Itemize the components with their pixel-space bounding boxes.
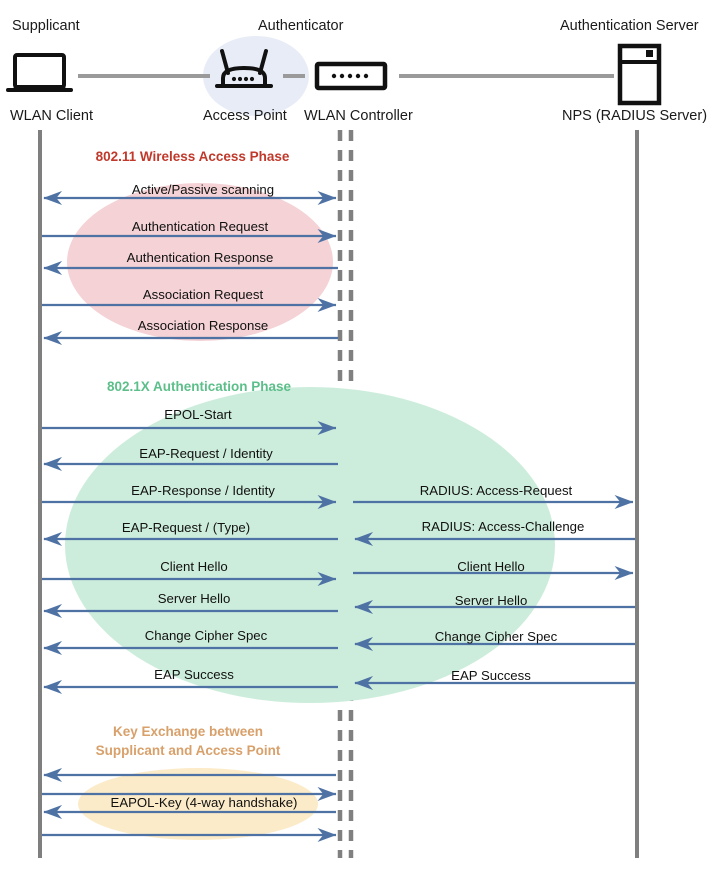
role-title-authentication-server: Authentication Server <box>560 18 699 34</box>
message-label-client-hello-left: Client Hello <box>160 559 228 574</box>
message-label-eap-success-right: EAP Success <box>451 668 531 683</box>
laptop-icon <box>6 53 73 92</box>
message-label-client-hello-right: Client Hello <box>457 559 525 574</box>
message-label-eap-response-identity: EAP-Response / Identity <box>131 483 275 498</box>
access-point-icon <box>215 49 273 88</box>
message-label-authentication-response: Authentication Response <box>126 250 274 265</box>
arrow-group-wireless-access <box>42 190 338 346</box>
phase-label-wireless-access: 802.11 Wireless Access Phase <box>95 149 290 164</box>
device-label-wlan-controller: WLAN Controller <box>304 108 413 124</box>
message-label-eapol-key-4way-handshake: EAPOL-Key (4-way handshake) <box>110 795 298 810</box>
message-label-authentication-request: Authentication Request <box>131 219 269 234</box>
device-label-wlan-client: WLAN Client <box>10 108 93 124</box>
message-label-association-response: Association Response <box>137 318 269 333</box>
message-label-change-cipher-spec-right: Change Cipher Spec <box>434 629 558 644</box>
message-label-eap-success-left: EAP Success <box>154 667 234 682</box>
phase-label-key-exchange-line1: Key Exchange between <box>112 724 264 739</box>
arrow-group-key-exchange <box>42 767 337 843</box>
message-label-server-hello-right: Server Hello <box>454 593 528 608</box>
server-icon <box>617 43 662 106</box>
message-label-association-request: Association Request <box>142 287 264 302</box>
phase-ellipse-key-exchange <box>78 768 318 840</box>
phase-label-key-exchange-line2: Supplicant and Access Point <box>95 743 281 758</box>
arrow-group-dot1x-left <box>42 420 338 695</box>
message-label-change-cipher-spec-left: Change Cipher Spec <box>144 628 268 643</box>
message-label-server-hello-left: Server Hello <box>157 591 231 606</box>
arrow-group-dot1x-right <box>353 494 635 691</box>
message-label-eap-request-type: EAP-Request / (Type) <box>121 520 251 535</box>
phase-label-dot1x-auth: 802.1X Authentication Phase <box>106 379 292 394</box>
role-title-authenticator: Authenticator <box>258 18 344 34</box>
phase-ellipse-dot1x-auth <box>65 387 555 703</box>
message-label-epol-start: EPOL-Start <box>164 407 232 422</box>
message-label-active-passive-scanning: Active/Passive scanning <box>131 182 275 197</box>
message-label-eap-request-identity: EAP-Request / Identity <box>139 446 273 461</box>
message-label-radius-access-challenge: RADIUS: Access-Challenge <box>421 519 585 534</box>
wlan-controller-icon <box>314 61 388 91</box>
message-label-radius-access-request: RADIUS: Access-Request <box>419 483 573 498</box>
device-label-access-point: Access Point <box>203 108 287 124</box>
role-title-supplicant: Supplicant <box>12 18 80 34</box>
device-label-nps-radius-server: NPS (RADIUS Server) <box>562 108 708 124</box>
authenticator-halo <box>203 36 309 116</box>
phase-ellipse-wireless-access <box>67 183 333 341</box>
